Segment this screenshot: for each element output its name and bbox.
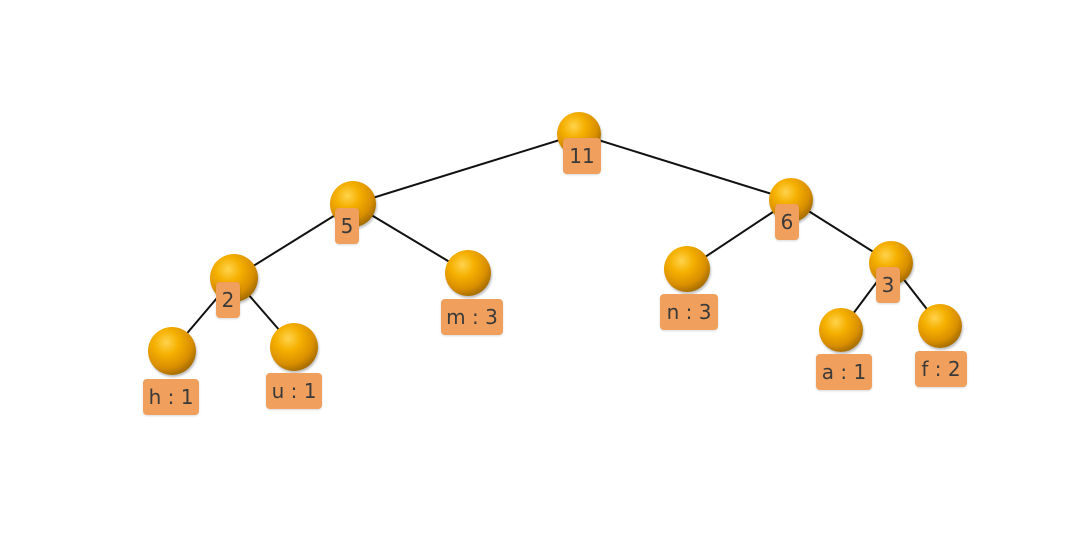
tree-node-h	[148, 327, 196, 375]
node-label-a: a : 1	[816, 354, 872, 390]
node-label-11: 11	[563, 138, 601, 174]
tree-node-f	[918, 304, 962, 348]
tree-node-m	[445, 250, 491, 296]
edge-11-6	[578, 133, 792, 201]
node-label-6: 6	[775, 204, 799, 240]
node-label-n: n : 3	[660, 294, 718, 330]
node-label-f: f : 2	[915, 351, 967, 387]
node-label-2: 2	[216, 282, 240, 318]
node-label-m: m : 3	[441, 299, 503, 335]
tree-node-u	[270, 323, 318, 371]
node-label-3: 3	[876, 267, 900, 303]
node-label-5: 5	[335, 208, 359, 244]
node-label-h: h : 1	[143, 379, 199, 415]
node-label-u: u : 1	[266, 373, 322, 409]
edge-11-5	[352, 133, 580, 205]
tree-node-a	[819, 308, 863, 352]
tree-node-n	[664, 246, 710, 292]
